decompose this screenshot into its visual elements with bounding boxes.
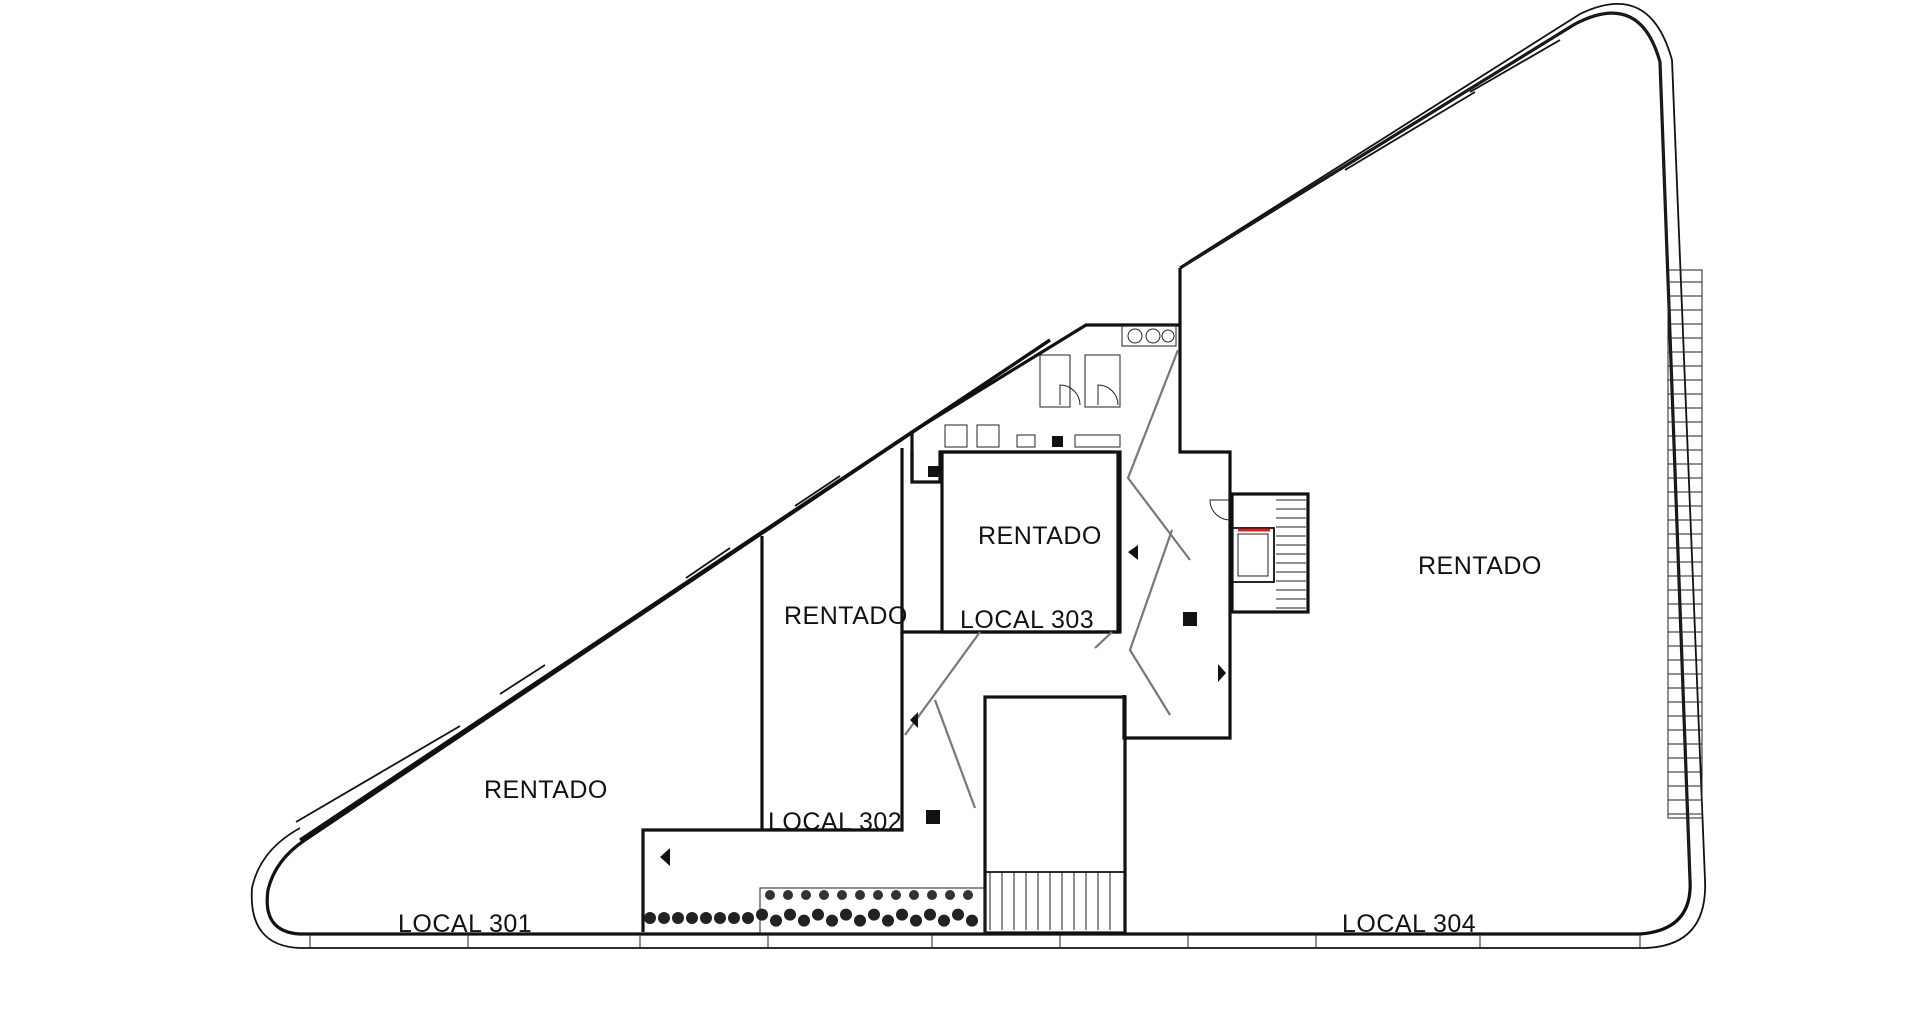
facade-windows bbox=[295, 39, 1561, 823]
planter-shrub bbox=[742, 912, 754, 924]
planter-shrub bbox=[756, 908, 768, 921]
planter-shrub bbox=[909, 890, 919, 900]
planter-shrub bbox=[945, 890, 955, 900]
stair-core bbox=[1209, 492, 1310, 614]
label-rentado-304: RENTADO bbox=[1418, 552, 1542, 580]
local-303-walls bbox=[940, 450, 1122, 634]
structural-markers bbox=[660, 545, 1226, 866]
planter-shrub bbox=[728, 912, 740, 924]
planter-shrub bbox=[882, 914, 894, 927]
label-local-302: LOCAL 302 bbox=[768, 808, 903, 836]
planter-shrub bbox=[812, 908, 824, 921]
planter-shrub bbox=[798, 914, 810, 927]
planter-shrub bbox=[826, 914, 838, 927]
service-core bbox=[910, 268, 1232, 740]
label-rentado-301: RENTADO bbox=[484, 776, 608, 804]
planter-shrub bbox=[672, 912, 684, 924]
wall-302 bbox=[641, 448, 1120, 932]
planter-shrub bbox=[891, 890, 901, 900]
label-local-303: LOCAL 303 bbox=[960, 606, 1095, 634]
planter-shrub bbox=[927, 890, 937, 900]
label-rentado-302: RENTADO bbox=[784, 602, 908, 630]
terrace bbox=[644, 695, 1127, 935]
planter-shrub bbox=[837, 890, 847, 900]
planter-shrub bbox=[770, 914, 782, 927]
planter-shrub bbox=[783, 890, 793, 900]
planter-shrub bbox=[784, 908, 796, 921]
planter-shrub bbox=[910, 914, 922, 927]
planter-shrub bbox=[686, 912, 698, 924]
planter-shrub bbox=[658, 912, 670, 924]
facade-ticks bbox=[309, 934, 1641, 948]
planter-shrub bbox=[963, 890, 973, 900]
planter-shrub bbox=[714, 912, 726, 924]
planter-shrub bbox=[924, 908, 936, 921]
planter-shrub bbox=[644, 912, 656, 924]
label-local-301: LOCAL 301 bbox=[398, 910, 533, 938]
planter-shrub bbox=[896, 908, 908, 921]
label-rentado-303: RENTADO bbox=[978, 522, 1102, 550]
planter-shrub bbox=[819, 890, 829, 900]
planter-shrub bbox=[700, 912, 712, 924]
planter-shrub bbox=[765, 890, 775, 900]
planter-shrub bbox=[966, 914, 978, 927]
planter-shrub bbox=[840, 908, 852, 921]
planter-shrub bbox=[854, 914, 866, 927]
planter-shrub bbox=[868, 908, 880, 921]
facade-railing bbox=[1667, 269, 1703, 819]
planter-shrub bbox=[855, 890, 865, 900]
planter-shrub bbox=[873, 890, 883, 900]
label-local-304: LOCAL 304 bbox=[1342, 910, 1477, 938]
building-outline bbox=[250, 3, 1706, 949]
planter-shrub bbox=[801, 890, 811, 900]
planter-shrub bbox=[952, 908, 964, 921]
planter-shrub bbox=[938, 914, 950, 927]
